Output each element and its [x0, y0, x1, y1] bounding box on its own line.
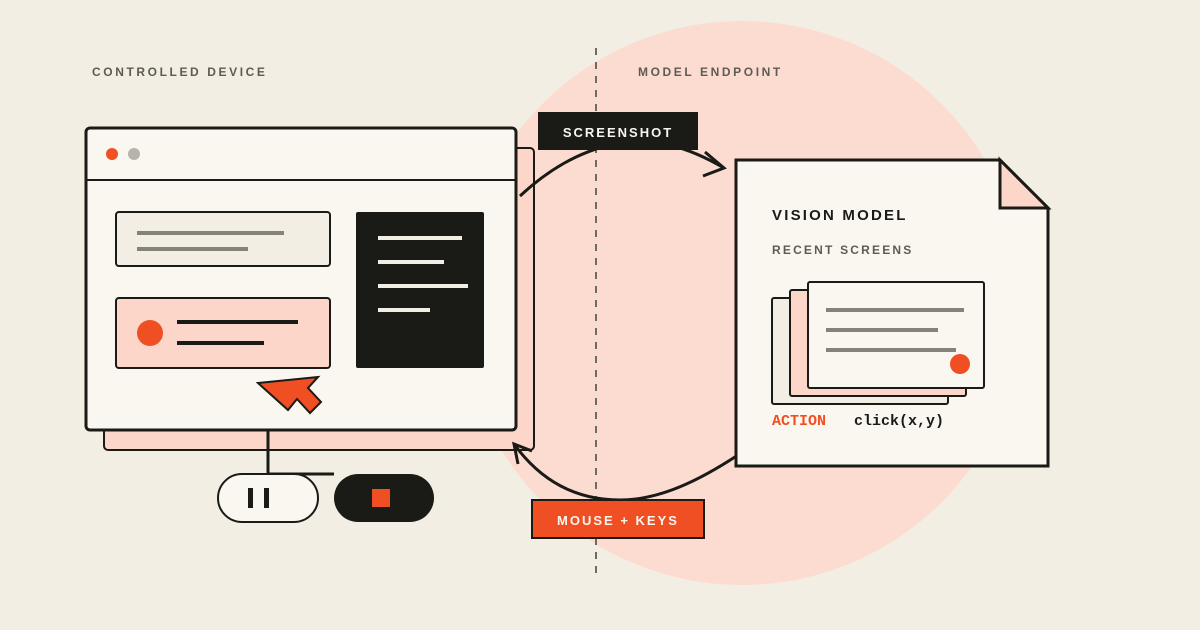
action-arrowhead-icon	[511, 441, 533, 465]
model-title: VISION MODEL	[772, 207, 908, 224]
stop-button[interactable]	[334, 474, 434, 522]
action-label: ACTION	[772, 413, 826, 430]
pause-button[interactable]	[217, 473, 319, 523]
vision-model-document: VISION MODEL RECENT SCREENS ACTION click…	[734, 156, 1052, 468]
action-value: click(x,y)	[854, 413, 944, 430]
device-window-group	[84, 126, 535, 451]
screenshot-tag: SCREENSHOT	[538, 112, 698, 150]
right-section-label: MODEL ENDPOINT	[638, 65, 783, 79]
recent-screens-label: RECENT SCREENS	[772, 243, 913, 257]
left-section-label: CONTROLLED DEVICE	[92, 65, 268, 79]
red-dot-icon[interactable]	[106, 148, 118, 160]
thumbnail-dot-icon	[950, 354, 970, 374]
dark-panel	[356, 212, 484, 368]
text-card[interactable]	[115, 211, 331, 267]
pause-icon	[248, 488, 269, 508]
stop-icon	[372, 489, 390, 507]
document-corner-fold	[998, 156, 1052, 210]
arrow-cursor-icon	[255, 375, 323, 415]
card-dot-icon	[137, 320, 163, 346]
gray-dot-icon[interactable]	[128, 148, 140, 160]
mouse-keys-tag-label: MOUSE + KEYS	[557, 513, 679, 528]
highlighted-card[interactable]	[115, 297, 331, 369]
screenshot-tag-bg	[538, 112, 698, 150]
screenshot-arrowhead-icon	[702, 150, 727, 178]
mouse-keys-tag-bg	[531, 499, 705, 539]
mouse-keys-tag: MOUSE + KEYS	[531, 499, 705, 539]
screenshot-tag-label: SCREENSHOT	[563, 125, 673, 140]
